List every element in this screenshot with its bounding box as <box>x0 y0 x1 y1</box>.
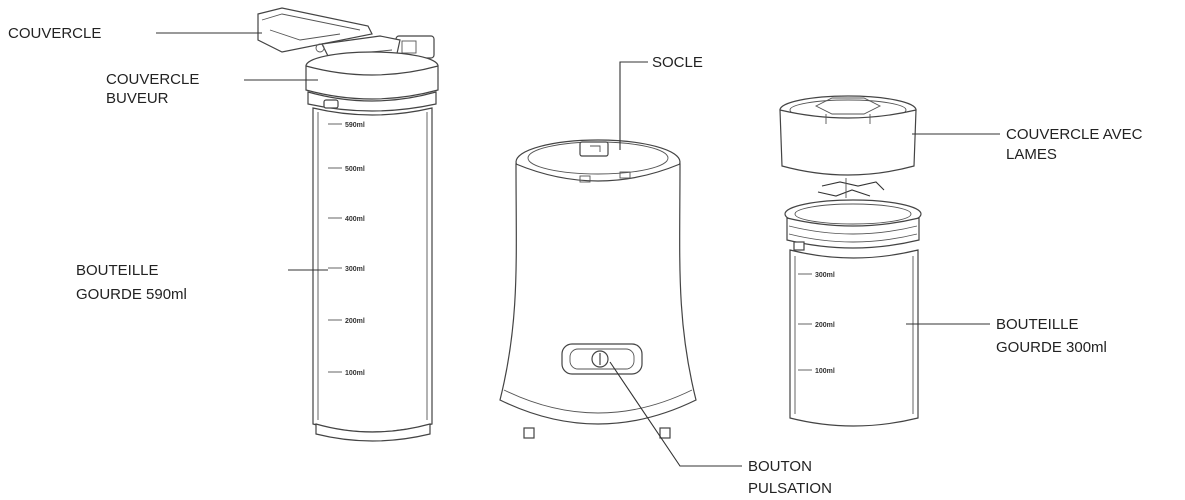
graduation-590-0: 590ml <box>345 122 365 129</box>
graduation-590-5: 100ml <box>345 370 365 377</box>
label-couvercle: COUVERCLE <box>8 25 101 42</box>
label-bouton-line1: BOUTON <box>748 458 812 475</box>
label-bouteille-590-line2: GOURDE 590ml <box>76 286 187 303</box>
pulse-button <box>561 343 643 375</box>
graduation-marks-590: 590ml 500ml 400ml 300ml 200ml 100ml <box>328 122 365 377</box>
graduation-marks-300: 300ml 200ml 100ml <box>798 272 835 375</box>
leader-bouton <box>609 361 742 467</box>
bottle-300-assembly: 300ml 200ml 100ml <box>784 199 922 427</box>
flip-lid <box>257 7 435 61</box>
label-bouteille-590-line1: BOUTEILLE <box>76 262 159 279</box>
graduation-590-4: 200ml <box>345 318 365 325</box>
motor-base <box>499 139 697 439</box>
leader-lines <box>156 32 1000 467</box>
blade-lid <box>779 95 917 198</box>
label-couvercle-lames-line1: COUVERCLE AVEC <box>1006 126 1143 143</box>
bottle-590-assembly: 590ml 500ml 400ml 300ml 200ml 100ml <box>257 7 439 442</box>
label-couvercle-buveur-line2: BUVEUR <box>106 90 169 107</box>
label-socle: SOCLE <box>652 54 703 71</box>
graduation-590-1: 500ml <box>345 166 365 173</box>
graduation-300-0: 300ml <box>815 272 835 279</box>
leader-socle <box>619 61 648 150</box>
label-couvercle-lames-line2: LAMES <box>1006 146 1057 163</box>
graduation-300-2: 100ml <box>815 368 835 375</box>
callout-labels: COUVERCLE COUVERCLE BUVEUR BOUTEILLE GOU… <box>8 25 1143 497</box>
label-couvercle-buveur-line1: COUVERCLE <box>106 71 199 88</box>
label-bouteille-300-line2: GOURDE 300ml <box>996 339 1107 356</box>
graduation-590-2: 400ml <box>345 216 365 223</box>
label-bouton-line2: PULSATION <box>748 480 832 497</box>
label-bouteille-300-line1: BOUTEILLE <box>996 316 1079 333</box>
bottle-590-body <box>312 107 433 442</box>
graduation-300-1: 200ml <box>815 322 835 329</box>
drinking-lid <box>305 51 439 112</box>
graduation-590-3: 300ml <box>345 266 365 273</box>
